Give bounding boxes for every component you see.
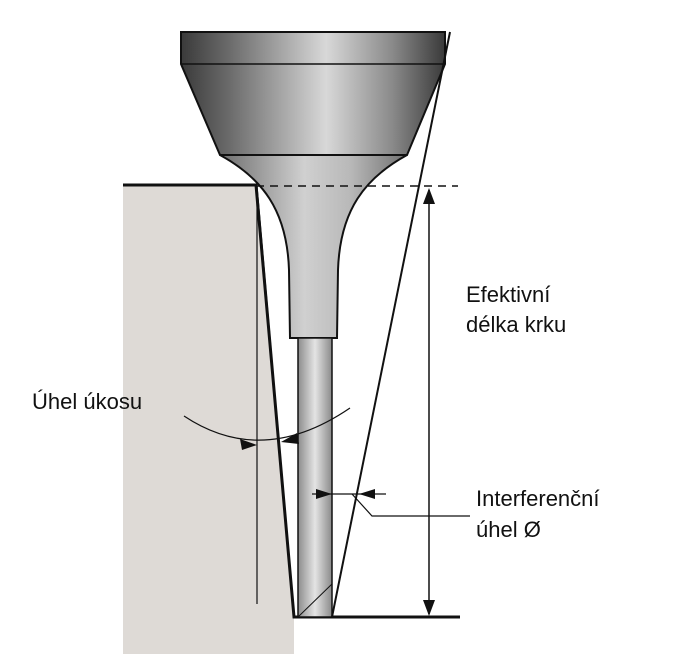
draft-line (256, 185, 295, 618)
interference-angle-label-line1: Interferenční (476, 486, 600, 511)
neck-length-arrow-bottom (423, 600, 435, 616)
interference-arrow-left (316, 489, 332, 499)
interference-arrow-right (359, 489, 375, 499)
interference-line (331, 31, 451, 618)
draft-angle-arc (183, 407, 351, 441)
interference-angle-label-line2: úhel Ø (476, 517, 541, 542)
draft-angle-arrow-left (240, 439, 257, 450)
neck-length-label-line2: délka krku (466, 312, 567, 337)
neck-length-arrow-top (423, 188, 435, 204)
shaft-tip-line (297, 583, 333, 618)
draft-angle-arrow-right (281, 433, 299, 444)
neck-length-label-line1: Efektivní (466, 282, 551, 307)
workpiece-wall (123, 185, 294, 654)
draft-angle-label: Úhel úkosu (32, 389, 143, 414)
tool-shaft (297, 337, 333, 618)
interference-leader (351, 493, 470, 517)
tool-head (180, 31, 446, 156)
